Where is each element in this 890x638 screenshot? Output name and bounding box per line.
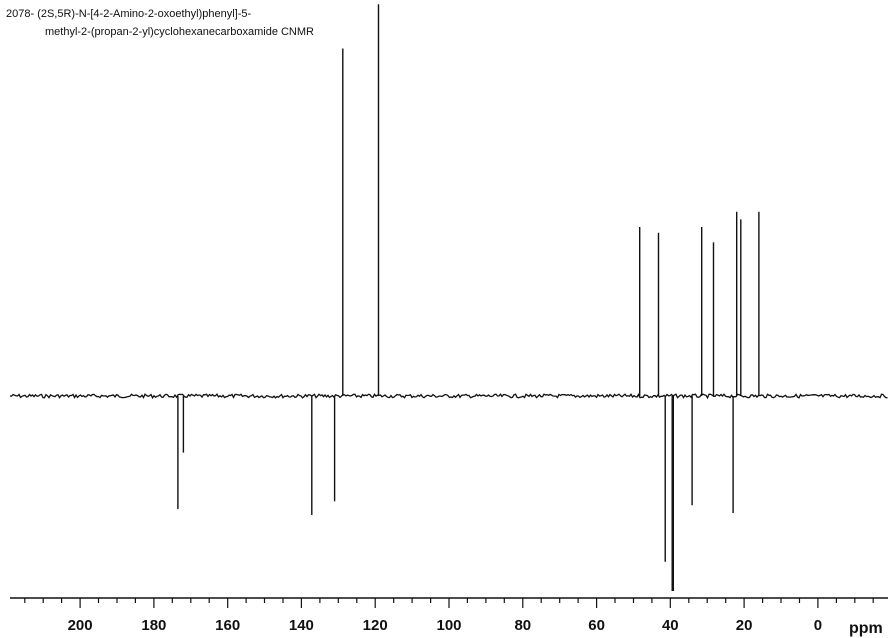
spectrum-peaks xyxy=(177,4,760,591)
x-axis-tick-label: 140 xyxy=(289,617,314,634)
x-axis-tick-label: 180 xyxy=(141,617,166,634)
spectrum-baseline xyxy=(9,393,888,400)
x-axis-tick-label: 40 xyxy=(662,617,679,634)
x-axis-tick-label: 100 xyxy=(436,617,461,634)
x-axis-tick-label: 60 xyxy=(588,617,605,634)
baseline-trace xyxy=(9,393,888,400)
chart-title: 2078- (2S,5R)-N-[4-2-Amino-2-oxoethyl)ph… xyxy=(6,5,426,41)
x-axis-tick-label: 200 xyxy=(68,617,93,634)
x-axis-tick-label: 160 xyxy=(215,617,240,634)
x-axis-tick-label: 120 xyxy=(363,617,388,634)
x-axis-unit-label: ppm xyxy=(849,620,883,637)
chart-title-line-1: 2078- (2S,5R)-N-[4-2-Amino-2-oxoethyl)ph… xyxy=(6,8,252,20)
x-axis-tick-label: 0 xyxy=(814,617,822,634)
chart-title-line-2: methyl-2-(propan-2-yl)cyclohexanecarboxa… xyxy=(45,26,314,38)
x-axis-tick-label: 80 xyxy=(514,617,531,634)
x-axis-tick-label: 20 xyxy=(736,617,753,634)
